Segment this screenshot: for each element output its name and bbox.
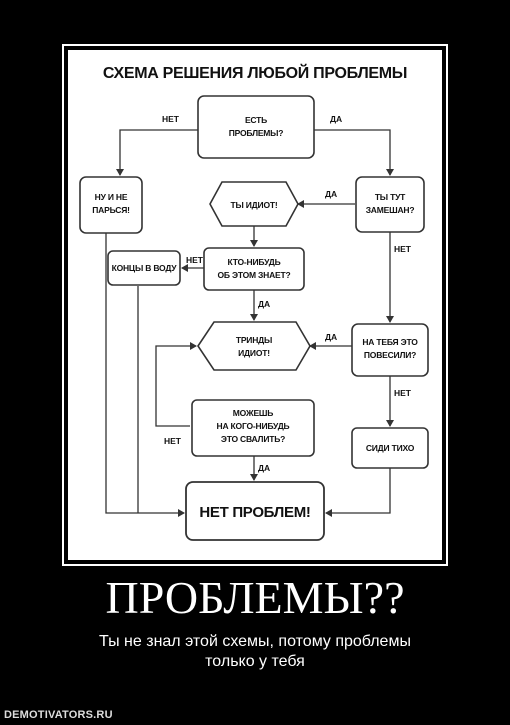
- flowchart: СХЕМА РЕШЕНИЯ ЛЮБОЙ ПРОБЛЕМЫ: [79, 63, 429, 541]
- svg-text:НЕТ ПРОБЛЕМ!: НЕТ ПРОБЛЕМ!: [199, 504, 310, 521]
- svg-text:НЕТ: НЕТ: [164, 436, 182, 446]
- svg-text:ИДИОТ!: ИДИОТ!: [238, 348, 270, 358]
- svg-text:НЕТ: НЕТ: [394, 388, 412, 398]
- connectors: [105, 129, 394, 517]
- picture-frame: [62, 44, 448, 566]
- node-involved: ТЫ ТУТ ЗАМЕШАН?: [355, 176, 425, 233]
- edge-blame-no: [155, 342, 197, 427]
- node-dead-idiot: ТРИНДЫ ИДИОТ!: [197, 321, 311, 371]
- node-are-you-idiot: ТЫ ИДИОТ!: [209, 181, 299, 227]
- node-no-problems: НЕТ ПРОБЛЕМ!: [185, 481, 325, 541]
- svg-text:ЗАМЕШАН?: ЗАМЕШАН?: [366, 205, 415, 215]
- svg-text:КОНЦЫ В ВОДУ: КОНЦЫ В ВОДУ: [112, 263, 178, 273]
- svg-text:ДА: ДА: [258, 463, 270, 473]
- flowchart-panel: СХЕМА РЕШЕНИЯ ЛЮБОЙ ПРОБЛЕМЫ: [68, 50, 442, 560]
- node-dont-worry: НУ И НЕ ПАРЬСЯ!: [79, 176, 143, 234]
- svg-text:ПРОБЛЕМЫ?: ПРОБЛЕМЫ?: [229, 128, 284, 138]
- svg-text:КТО-НИБУДЬ: КТО-НИБУДЬ: [228, 257, 281, 267]
- node-any-problems: ЕСТЬ ПРОБЛЕМЫ?: [197, 95, 315, 159]
- svg-text:НА ТЕБЯ ЭТО: НА ТЕБЯ ЭТО: [362, 337, 418, 347]
- svg-text:ТЫ ИДИОТ!: ТЫ ИДИОТ!: [231, 200, 278, 210]
- site-watermark: DEMOTIVATORS.RU: [4, 709, 113, 721]
- svg-text:ДА: ДА: [330, 114, 342, 124]
- edge-sitquiet-down: [325, 468, 391, 517]
- svg-text:ДА: ДА: [325, 332, 337, 342]
- svg-text:НУ И НЕ: НУ И НЕ: [95, 192, 128, 202]
- svg-text:ПАРЬСЯ!: ПАРЬСЯ!: [92, 205, 130, 215]
- poster-caption: Ты не знал этой схемы, потому проблемы т…: [99, 633, 411, 670]
- svg-text:НЕТ: НЕТ: [162, 114, 180, 124]
- node-anyone-knows: КТО-НИБУДЬ ОБ ЭТОМ ЗНАЕТ?: [203, 247, 305, 291]
- svg-text:СИДИ ТИХО: СИДИ ТИХО: [366, 443, 415, 453]
- svg-text:НЕТ: НЕТ: [394, 244, 412, 254]
- svg-text:НЕТ: НЕТ: [186, 255, 204, 265]
- node-blamed: НА ТЕБЯ ЭТО ПОВЕСИЛИ?: [351, 323, 429, 377]
- svg-text:ЭТО СВАЛИТЬ?: ЭТО СВАЛИТЬ?: [221, 434, 285, 444]
- svg-text:ДА: ДА: [325, 189, 337, 199]
- svg-text:НА КОГО-НИБУДЬ: НА КОГО-НИБУДЬ: [217, 421, 290, 431]
- branch-labels: НЕТ ДА ДА НЕТ НЕТ ДА ДА НЕТ НЕТ ДА: [162, 114, 412, 473]
- svg-text:ТЫ ТУТ: ТЫ ТУТ: [375, 192, 406, 202]
- svg-text:МОЖЕШЬ: МОЖЕШЬ: [233, 408, 273, 418]
- diagram-title: СХЕМА РЕШЕНИЯ ЛЮБОЙ ПРОБЛЕМЫ: [103, 63, 407, 82]
- svg-text:ТРИНДЫ: ТРИНДЫ: [236, 335, 272, 345]
- edge-problems-yes: [314, 129, 394, 176]
- node-sit-quiet: СИДИ ТИХО: [351, 427, 429, 469]
- edge-problems-no: [116, 129, 198, 176]
- node-hide-ends: КОНЦЫ В ВОДУ: [107, 250, 181, 286]
- poster-headline: ПРОБЛЕМЫ??: [105, 572, 405, 623]
- svg-text:ДА: ДА: [258, 299, 270, 309]
- edge-dontworry-down: [105, 233, 185, 517]
- svg-text:ЕСТЬ: ЕСТЬ: [245, 115, 267, 125]
- svg-text:ПОВЕСИЛИ?: ПОВЕСИЛИ?: [364, 350, 416, 360]
- node-blame-someone: МОЖЕШЬ НА КОГО-НИБУДЬ ЭТО СВАЛИТЬ?: [191, 399, 315, 457]
- svg-text:ОБ ЭТОМ ЗНАЕТ?: ОБ ЭТОМ ЗНАЕТ?: [217, 270, 290, 280]
